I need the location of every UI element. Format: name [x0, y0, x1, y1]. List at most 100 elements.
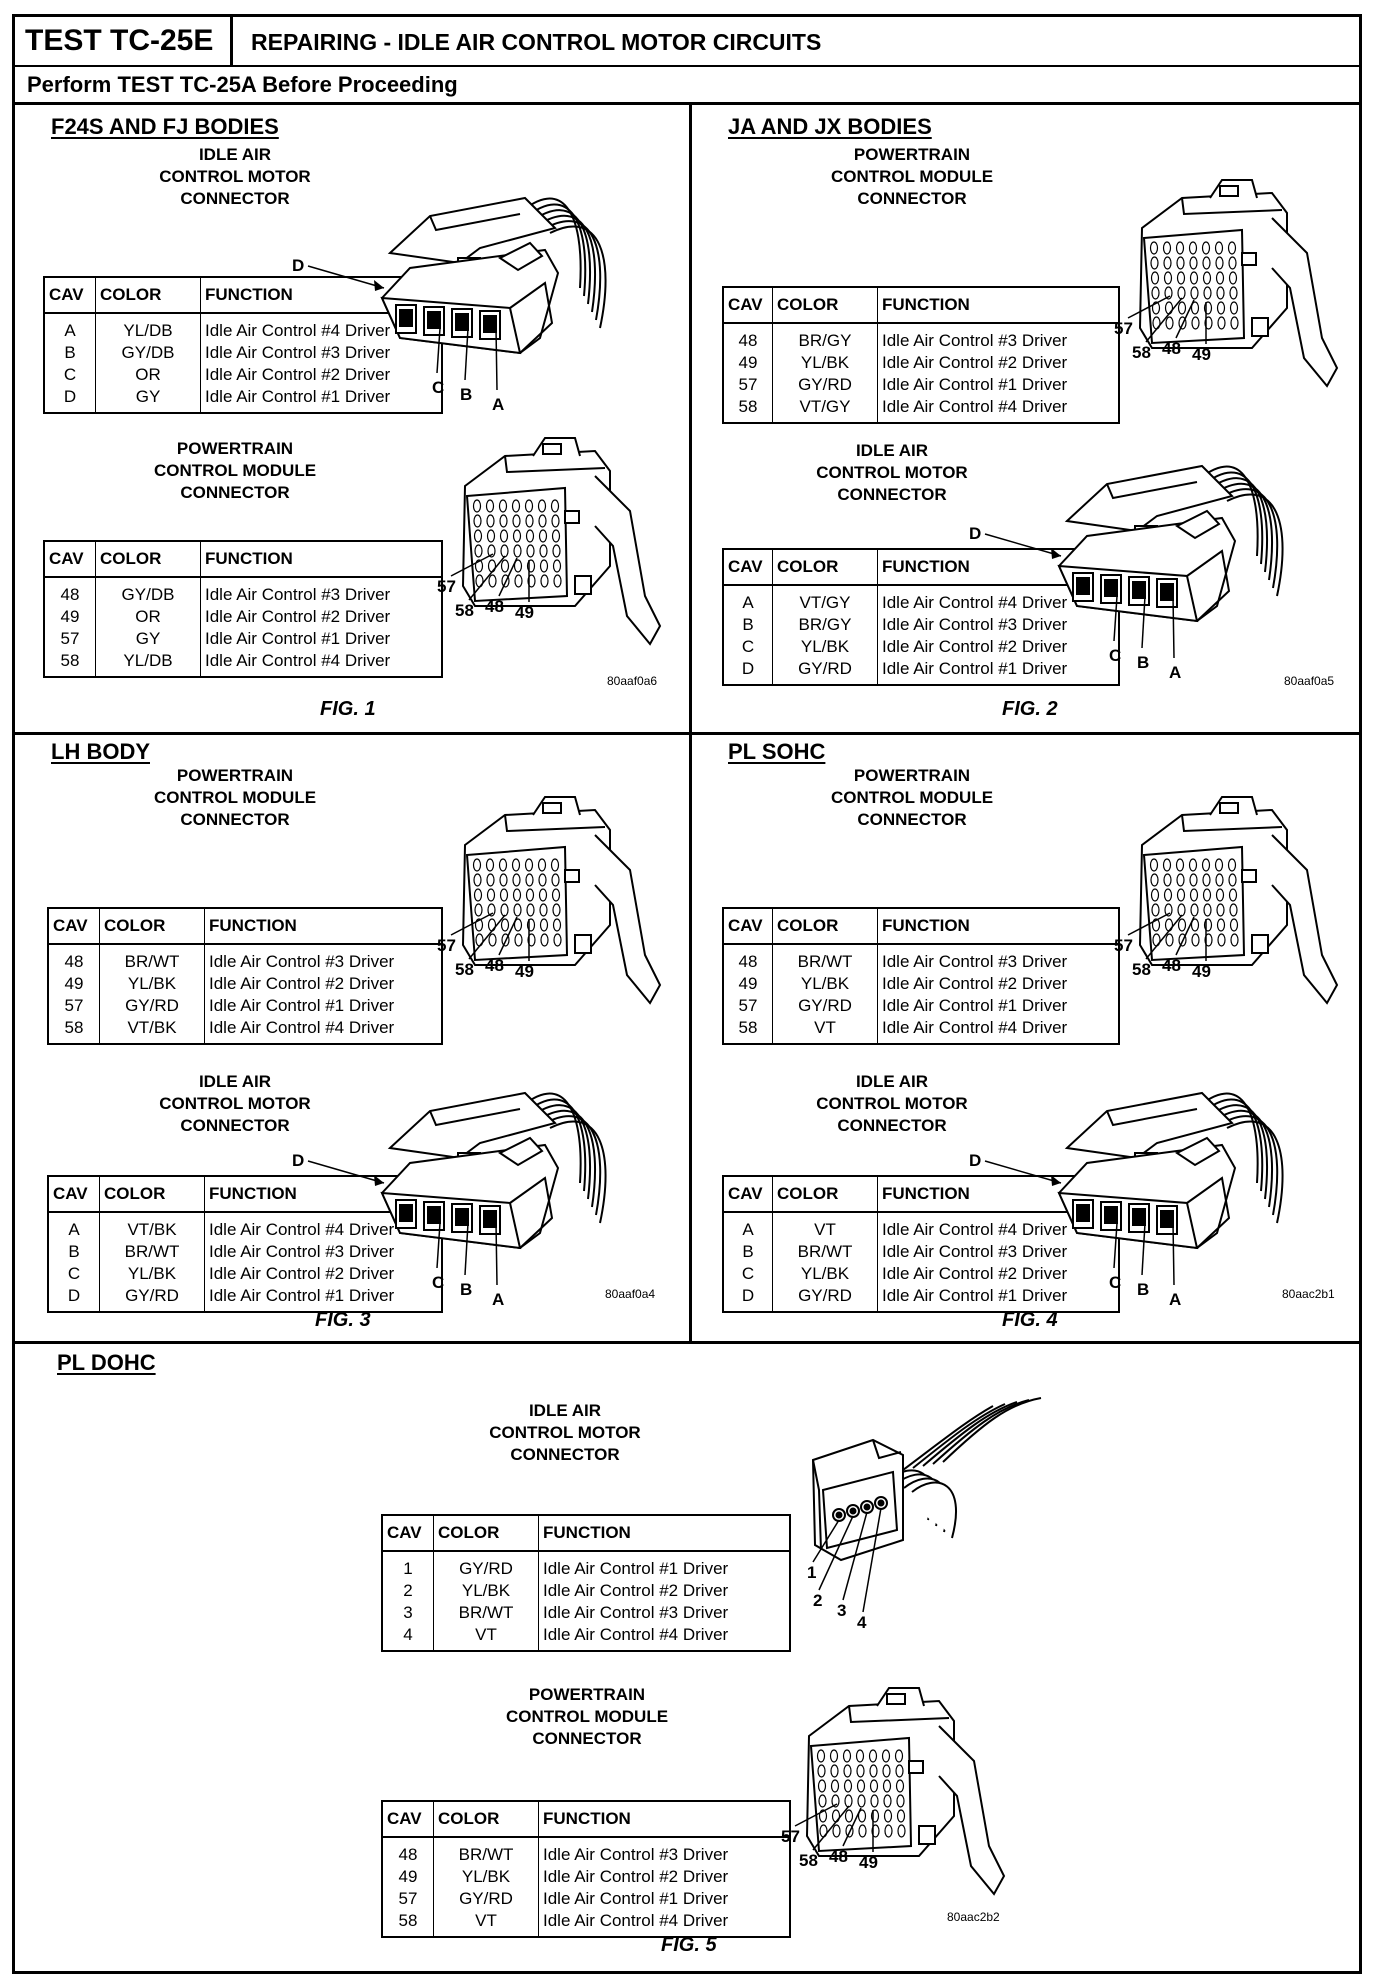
pin-leader [794, 1803, 838, 1827]
color-cell: BR/WT [99, 944, 205, 973]
cav-cell: 48 [723, 323, 773, 352]
pin-label: 49 [1192, 962, 1211, 981]
color-cell: GY/RD [433, 1888, 539, 1910]
pin-leader [1113, 1222, 1118, 1269]
cav-cell: 58 [382, 1910, 434, 1937]
function-cell: Idle Air Control #3 Driver [882, 615, 1068, 634]
col-header-cav: CAV [723, 1176, 773, 1213]
pin-leader [495, 327, 498, 391]
pin-leader [1141, 595, 1146, 649]
pin-leader [498, 916, 518, 956]
col-header-cav: CAV [44, 277, 96, 314]
color-cell: VT [433, 1624, 539, 1651]
function-cell: Idle Air Control #1 Driver [882, 1286, 1068, 1305]
col-header-function: FUNCTION [200, 541, 442, 578]
cav-cell: D [44, 386, 96, 413]
connector-body [1057, 464, 1284, 623]
function-cell: Idle Air Control #3 Driver [882, 1242, 1068, 1261]
figure-caption: FIG. 5 [661, 1934, 717, 1956]
function-cell: Idle Air Control #2 Driver [882, 637, 1068, 656]
figure-caption: FIG. 4 [1002, 1309, 1058, 1331]
connector-label: IDLE AIR CONTROL MOTOR CONNECTOR [816, 1072, 968, 1135]
cav-cell: 57 [723, 374, 773, 396]
color-cell: BR/GY [772, 323, 878, 352]
pin-label: 57 [437, 577, 456, 596]
figure-code: 80aaf0a4 [605, 1287, 656, 1301]
figure-code: 80aac2b2 [947, 1910, 1000, 1924]
pin-leader [307, 265, 385, 289]
col-header-color: COLOR [99, 908, 205, 945]
cav-cell: 57 [382, 1888, 434, 1910]
pin-leader [1127, 295, 1171, 319]
cav-cell: 49 [48, 973, 100, 995]
pin-label: 49 [859, 1853, 878, 1872]
cav-cell: D [48, 1285, 100, 1312]
function-cell: Idle Air Control #4 Driver [205, 321, 391, 340]
color-cell: BR/WT [99, 1241, 205, 1263]
pin-leader [1172, 595, 1175, 659]
function-cell: Idle Air Control #1 Driver [543, 1889, 729, 1908]
cav-cell: 1 [382, 1551, 434, 1580]
cav-cell: 49 [382, 1866, 434, 1888]
panel-fig4: PL SOHC POWERTRAIN CONTROL MODULE CONNEC… [692, 735, 1359, 1341]
pin-label: A [1169, 663, 1181, 682]
function-cell: Idle Air Control #3 Driver [882, 952, 1068, 971]
cav-cell: B [44, 342, 96, 364]
pin-label: 57 [437, 936, 456, 955]
cav-cell: 58 [723, 396, 773, 423]
pin-leader [862, 1507, 882, 1613]
panel-divider-vertical [689, 105, 692, 1343]
color-cell: YL/BK [99, 973, 205, 995]
connector-body [1057, 1091, 1284, 1250]
cav-cell: C [48, 1263, 100, 1285]
color-cell: GY/RD [99, 1285, 205, 1312]
page-title: REPAIRING - IDLE AIR CONTROL MOTOR CIRCU… [251, 29, 822, 55]
pin-leader [1127, 912, 1171, 936]
panel-fig1: F24S AND FJ BODIES IDLE AIR CONTROL MOTO… [15, 108, 689, 732]
pin-leader [1145, 914, 1183, 960]
panel-title: LH BODY [51, 739, 150, 764]
col-header-color: COLOR [772, 287, 878, 324]
col-header-function: FUNCTION [538, 1515, 790, 1552]
function-cell: Idle Air Control #2 Driver [882, 1264, 1068, 1283]
cav-cell: C [723, 1263, 773, 1285]
function-cell: Idle Air Control #1 Driver [209, 996, 395, 1015]
function-cell: Idle Air Control #2 Driver [205, 607, 391, 626]
color-cell: BR/WT [433, 1602, 539, 1624]
pin-label: 4 [857, 1613, 867, 1632]
pin-leader [1141, 1222, 1146, 1276]
panel-title: PL DOHC [57, 1350, 156, 1375]
pin-label: C [432, 378, 444, 397]
function-cell: Idle Air Control #1 Driver [205, 387, 391, 406]
color-cell: OR [95, 364, 201, 386]
col-header-cav: CAV [723, 549, 773, 586]
pin-leader [818, 1515, 854, 1591]
pin-leader [812, 1805, 850, 1851]
pin-leader [436, 327, 441, 374]
connector-body [461, 796, 662, 1005]
cav-cell: C [723, 636, 773, 658]
color-cell: YL/BK [772, 1263, 878, 1285]
color-cell: GY/RD [433, 1551, 539, 1580]
pin-label: 49 [515, 603, 534, 622]
col-header-color: COLOR [772, 908, 878, 945]
